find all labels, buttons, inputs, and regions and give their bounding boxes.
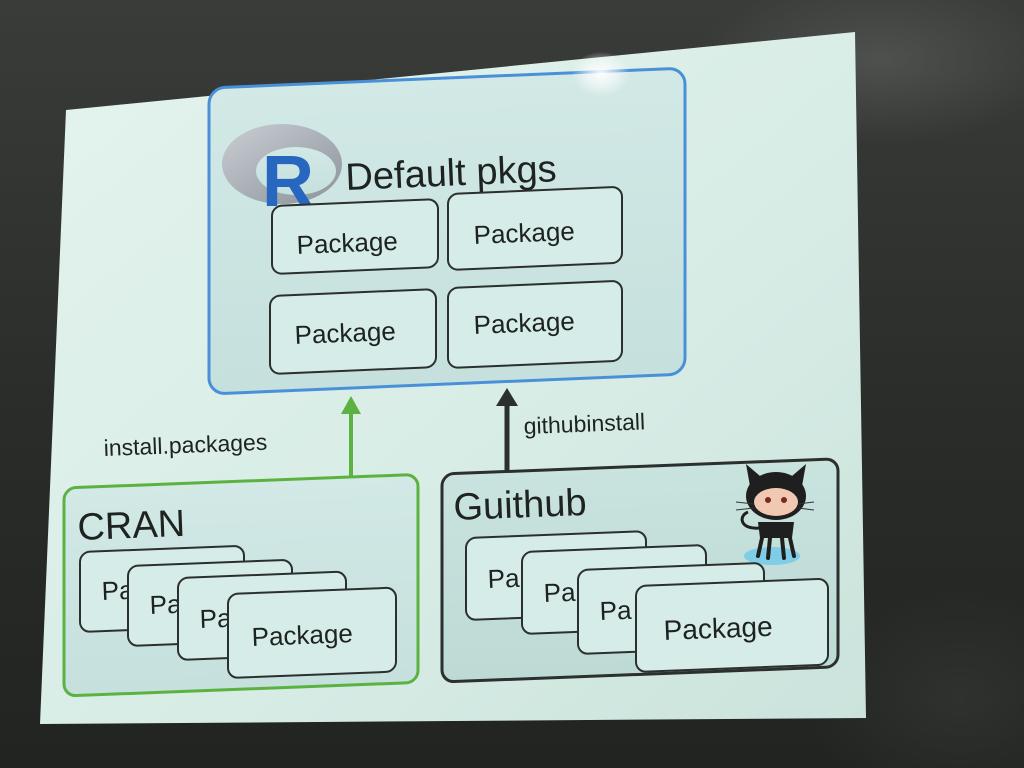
githubinstall-arrow — [496, 388, 518, 470]
github-stack-card-front: Package — [635, 578, 829, 673]
default-package-3: Package — [269, 288, 437, 375]
default-package-2-label: Package — [473, 216, 575, 250]
default-package-4: Package — [447, 280, 623, 369]
github-box: Guithub Pa — [440, 457, 840, 684]
install-packages-label: install.packages — [103, 429, 268, 461]
github-stack-front-label: Package — [663, 611, 773, 646]
cran-box: CRAN Pa Pa Pa Package — [62, 473, 420, 698]
cran-stack-front-label: Package — [251, 618, 353, 652]
octocat-icon — [735, 464, 815, 565]
default-package-2: Package — [447, 186, 623, 271]
default-package-1-label: Package — [296, 226, 398, 260]
github-stack-card-3-label: Pa — [599, 595, 632, 626]
github-stack-card-1-label: Pa — [487, 563, 520, 594]
github-package-stack: Pa Pa Pa Package — [465, 530, 829, 673]
green-arrowhead-icon — [341, 396, 361, 414]
github-title: Guithub — [453, 482, 588, 529]
githubinstall-label: githubinstall — [523, 408, 645, 439]
cran-stack-card-2-label: Pa — [149, 589, 182, 620]
cran-stack-card-front: Package — [227, 586, 397, 679]
install-packages-arrow — [341, 396, 361, 476]
default-package-4-label: Package — [473, 306, 575, 340]
cran-package-stack: Pa Pa Pa Package — [79, 545, 397, 679]
cran-stack-card-3-label: Pa — [199, 603, 232, 634]
cran-title: CRAN — [77, 503, 186, 549]
projector-glare — [572, 52, 630, 96]
default-package-3-label: Package — [294, 316, 396, 350]
dark-arrowhead-icon — [496, 388, 518, 406]
default-package-1: Package — [271, 198, 439, 275]
github-stack-card-2-label: Pa — [543, 577, 576, 608]
default-pkgs-box: R Default pkgs Package Package Package P… — [207, 67, 687, 395]
